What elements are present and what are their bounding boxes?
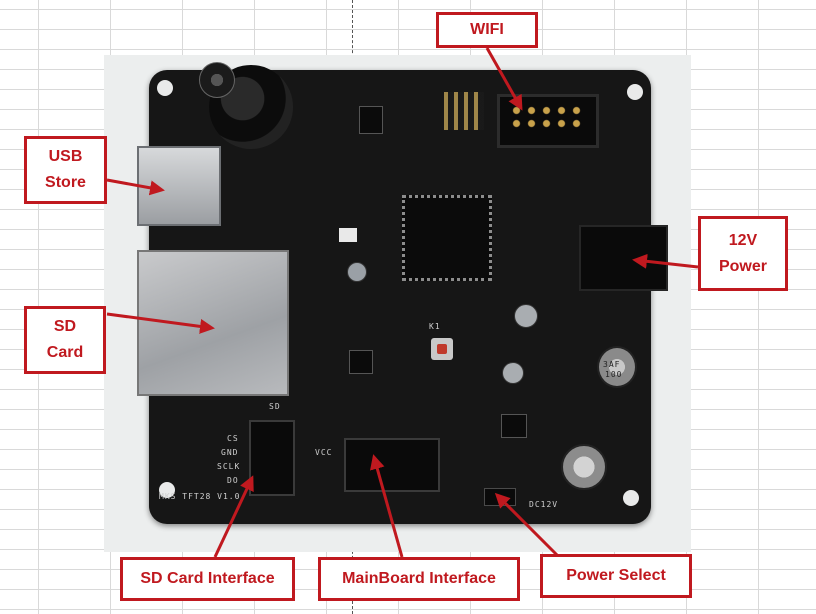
mcu-chip xyxy=(402,195,492,281)
regulator xyxy=(501,414,527,438)
mainboard-interface-header xyxy=(344,438,440,492)
mainboard-interface-callout: MainBoard Interface xyxy=(318,557,520,601)
capacitor xyxy=(347,262,367,282)
wifi-callout: WIFI xyxy=(436,12,538,48)
mounting-hole xyxy=(627,84,643,100)
silk-cap-b: 100 xyxy=(605,370,623,379)
arrow-usb xyxy=(106,178,165,196)
mounting-hole xyxy=(157,80,173,96)
sd-interface-header xyxy=(249,420,295,496)
dc-jack xyxy=(579,225,668,291)
silk-sd: SD xyxy=(269,402,281,411)
capacitor-large xyxy=(597,346,637,388)
silk-cs: CS xyxy=(227,434,239,443)
capacitor-large xyxy=(561,444,607,490)
silk-do: DO xyxy=(227,476,239,485)
arrow-sd-interface xyxy=(213,475,254,558)
capacitor xyxy=(514,304,538,328)
silk-cap-a: 3AF xyxy=(603,360,621,369)
pcb-board: MKS TFT28 V1.0 SD CS GND SCLK DO VCC DC1… xyxy=(137,62,668,524)
usb-store-callout: USB Store xyxy=(24,136,107,204)
ic-chip xyxy=(349,350,373,374)
arrow-wifi xyxy=(485,47,523,111)
power-select-callout: Power Select xyxy=(540,554,692,598)
arrow-mainboard xyxy=(370,454,404,558)
silk-vcc: VCC xyxy=(315,448,333,457)
silk-dc12v: DC12V xyxy=(529,500,559,509)
arrow-12v xyxy=(632,253,699,269)
power-12v-callout: 12V Power xyxy=(698,216,788,291)
arrow-power-select xyxy=(494,492,562,560)
board-model-text: MKS TFT28 V1.0 xyxy=(159,492,241,501)
ic-chip xyxy=(359,106,383,134)
sd-card-callout: SD Card xyxy=(24,306,106,374)
capacitor xyxy=(502,362,524,384)
mounting-hole xyxy=(623,490,639,506)
reset-button-cap xyxy=(437,344,447,354)
silk-k1: K1 xyxy=(429,322,441,331)
ic-chip xyxy=(339,228,357,242)
silk-sclk: SCLK xyxy=(217,462,241,471)
silk-gnd: GND xyxy=(221,448,239,457)
mounting-hole xyxy=(159,482,175,498)
arrow-sd-card xyxy=(106,312,215,334)
sd-card-interface-callout: SD Card Interface xyxy=(120,557,295,601)
buzzer-top xyxy=(199,62,235,98)
jtag-header xyxy=(444,92,484,130)
